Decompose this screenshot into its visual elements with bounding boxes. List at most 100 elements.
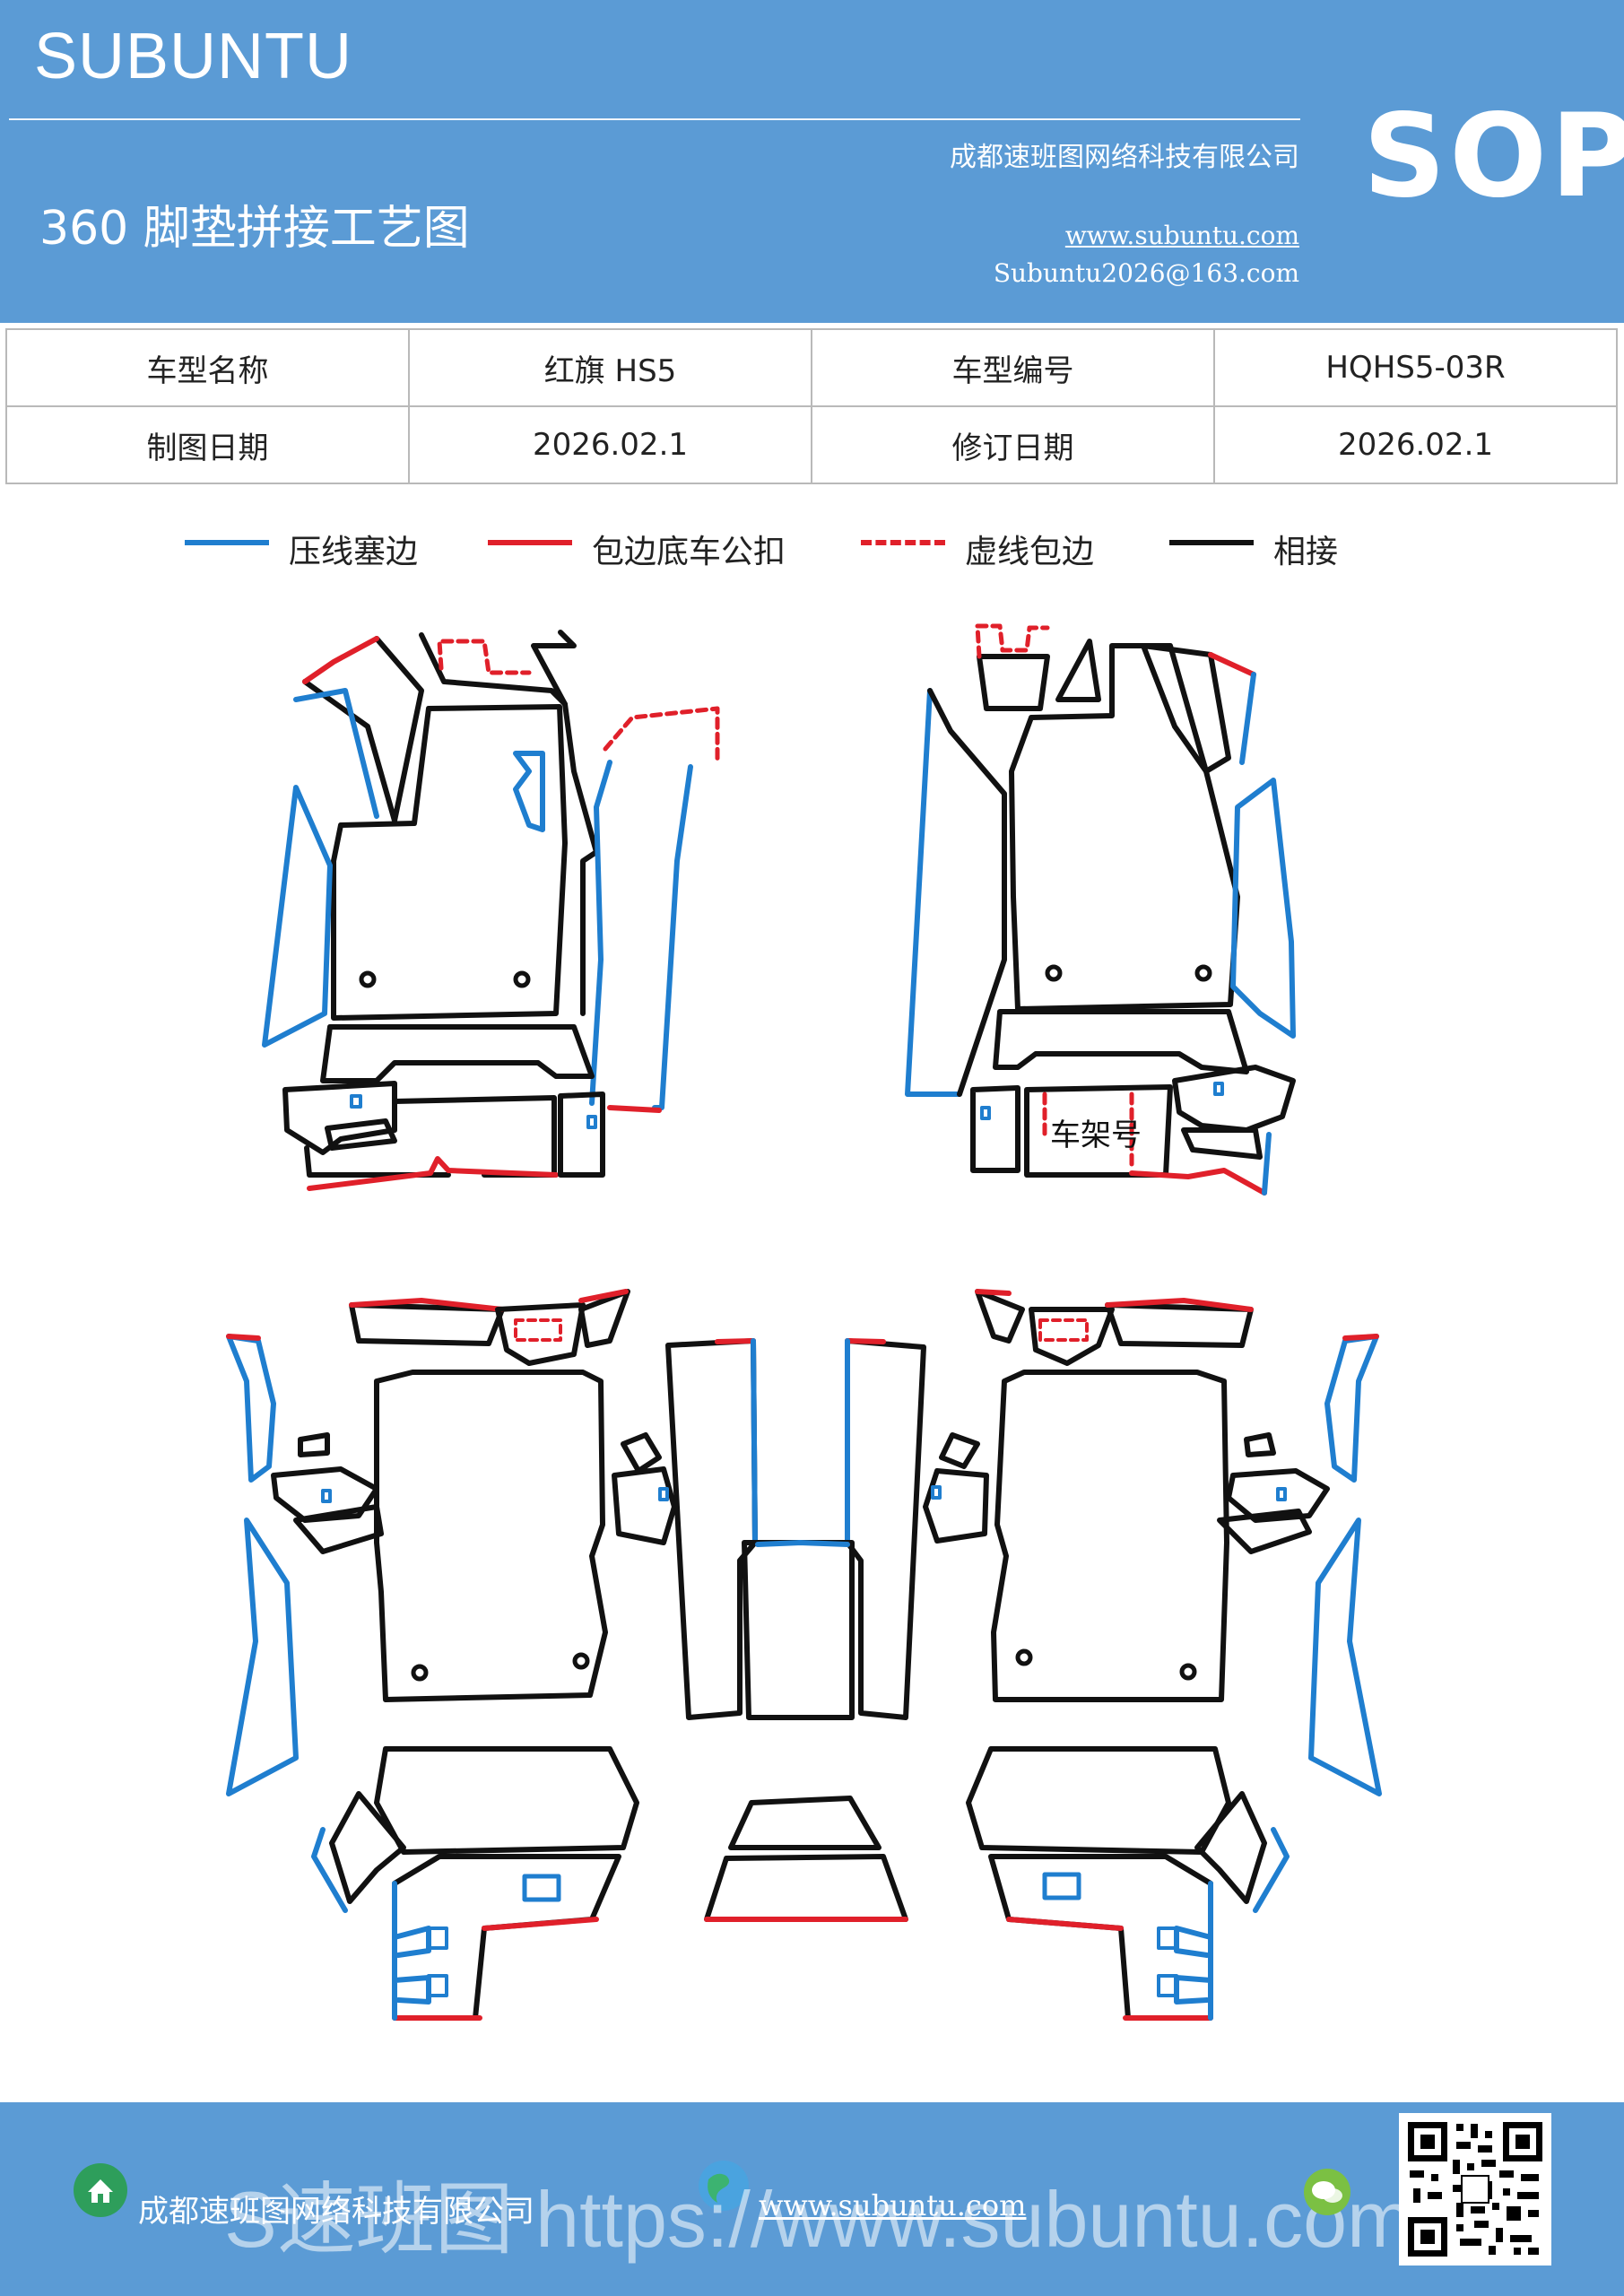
fixing-hole <box>1045 964 1063 982</box>
wechat-icon <box>1304 2169 1350 2215</box>
rear-left-side-clips <box>271 1432 384 1554</box>
rear-right-lower-side-blue <box>1253 1827 1290 1913</box>
rear-left-top-bar-red <box>349 1298 505 1312</box>
rear-right-center-clips <box>923 1432 989 1544</box>
home-icon <box>74 2163 127 2217</box>
clip-slot <box>586 1115 597 1129</box>
rear-left-main-mat <box>374 1370 608 1702</box>
footer-website-link[interactable]: www.subuntu.com <box>759 2188 1027 2222</box>
clip-slot <box>427 1974 448 1997</box>
front-left-heel-pad <box>558 1091 605 1178</box>
rear-left-side-strip-red <box>226 1334 261 1341</box>
rear-left-mat-group <box>226 1289 677 2021</box>
rear-left-l-piece-blue <box>392 1881 431 2021</box>
rear-left-l-piece-red <box>392 1917 599 2021</box>
fixing-hole <box>513 970 531 988</box>
front-right-bottom-blue <box>1262 1132 1272 1196</box>
front-left-top-flap <box>302 636 424 823</box>
clip-slot <box>321 1489 332 1503</box>
front-right-bottom-piece <box>1172 1065 1296 1160</box>
rear-center-hump-top <box>728 1796 881 1850</box>
clip-slot <box>980 1106 991 1120</box>
rear-left-center-clips <box>612 1432 677 1545</box>
floor-mat-diagram: 车架号 <box>226 623 1382 2021</box>
front-left-main-mat <box>331 704 568 1021</box>
front-left-bottom-piece <box>282 1081 397 1155</box>
fixing-hole <box>1179 1663 1197 1681</box>
rear-center-hump-bottom <box>704 1854 908 1922</box>
front-left-top-flap-edge <box>302 636 379 684</box>
table-row: 车型名称 红旗 HS5 车型编号 HQHS5-03R <box>5 328 1618 407</box>
rear-left-lower-strip <box>226 1518 299 1796</box>
front-right-right-flap <box>1141 643 1231 774</box>
label-model-code: 车型编号 <box>811 328 1215 407</box>
fixing-hole <box>359 970 377 988</box>
page-title: 360 脚垫拼接工艺图 <box>39 202 470 256</box>
clip-slot <box>931 1485 942 1500</box>
company-website-link[interactable]: www.subuntu.com <box>1064 221 1299 250</box>
front-left-left-edge <box>293 688 379 819</box>
rear-left-l-piece <box>392 1854 621 2021</box>
clip-slot-large <box>522 1874 561 1902</box>
label-model-name: 车型名称 <box>5 328 410 407</box>
value-revision-date: 2026.02.1 <box>1213 405 1618 484</box>
legend-label: 压线塞边 <box>289 534 419 570</box>
clip-slot <box>1157 1926 1178 1950</box>
footer-banner: 成都速班图网络科技有限公司 www.subuntu.com S速班图 https… <box>0 2102 1624 2296</box>
footer-company-name: 成都速班图网络科技有限公司 <box>138 2194 534 2230</box>
front-left-side-strip <box>262 785 333 1048</box>
rear-center-left-strip-red <box>715 1338 756 1344</box>
rear-right-top-clip-dashed <box>1038 1318 1089 1342</box>
front-left-right-flap-dashed <box>603 706 720 765</box>
front-right-side-strip <box>1230 778 1296 1039</box>
legend-swatch-black <box>1169 540 1254 545</box>
rear-right-top-clip-red <box>975 1289 1012 1296</box>
rear-center-mat-group <box>665 1338 926 1922</box>
front-right-frame-dashed <box>1042 1091 1134 1169</box>
rear-right-main-mat <box>991 1370 1229 1702</box>
front-right-middle-bar <box>993 1009 1249 1074</box>
rear-right-lower-side <box>1194 1791 1267 1904</box>
legend-label: 虚线包边 <box>965 534 1095 570</box>
rear-left-lower-side <box>329 1791 406 1904</box>
header-divider <box>9 118 1300 120</box>
rear-center-left-strip-blue <box>751 1338 758 1545</box>
qr-code-icon <box>1408 2122 1542 2257</box>
rear-right-mat-group <box>923 1289 1382 2021</box>
rear-center-right-strip <box>845 1338 926 1720</box>
vehicle-info-table: 车型名称 红旗 HS5 车型编号 HQHS5-03R 制图日期 2026.02.… <box>5 328 1618 484</box>
fixing-hole <box>572 1652 590 1670</box>
front-left-mat-group <box>262 630 720 1191</box>
label-revision-date: 修订日期 <box>811 405 1215 484</box>
label-draw-date: 制图日期 <box>5 405 410 484</box>
front-left-right-flap <box>562 701 599 1016</box>
rear-center-tunnel <box>742 1540 855 1720</box>
rear-right-l-piece <box>988 1854 1213 2021</box>
front-right-left-strip-black <box>927 688 1007 1097</box>
clip-slot <box>1157 1974 1178 1997</box>
rear-right-l-piece-red <box>1006 1917 1213 2021</box>
vin-window-label: 车架号 <box>1050 1118 1142 1153</box>
rear-left-top-clip-red <box>578 1289 629 1303</box>
fixing-hole <box>411 1664 429 1682</box>
front-left-middle-bar <box>320 1024 595 1083</box>
rear-center-right-strip-red <box>845 1338 886 1344</box>
rear-left-side-strip <box>226 1334 276 1483</box>
front-right-right-flap-blue <box>1239 672 1256 765</box>
rear-center-tunnel-blue <box>755 1540 850 1547</box>
rear-left-top-clip-dashed <box>514 1318 562 1342</box>
rear-right-side-clips <box>1217 1432 1330 1554</box>
rear-center-left-strip <box>665 1338 758 1720</box>
clip-slot <box>658 1487 669 1501</box>
qr-code[interactable] <box>1399 2113 1551 2266</box>
front-right-main-mat <box>1009 643 1240 1012</box>
rear-left-top-bar <box>349 1302 505 1346</box>
legend-label: 包边底车公扣 <box>592 534 786 570</box>
company-name: 成都速班图网络科技有限公司 <box>950 142 1299 173</box>
rear-left-lower-side-blue <box>311 1827 348 1913</box>
rear-left-top-clip <box>495 1289 630 1366</box>
clip-slot <box>1213 1082 1224 1096</box>
front-right-left-strip <box>905 688 962 1097</box>
front-right-bottom-red <box>1129 1168 1267 1196</box>
value-draw-date: 2026.02.1 <box>408 405 812 484</box>
